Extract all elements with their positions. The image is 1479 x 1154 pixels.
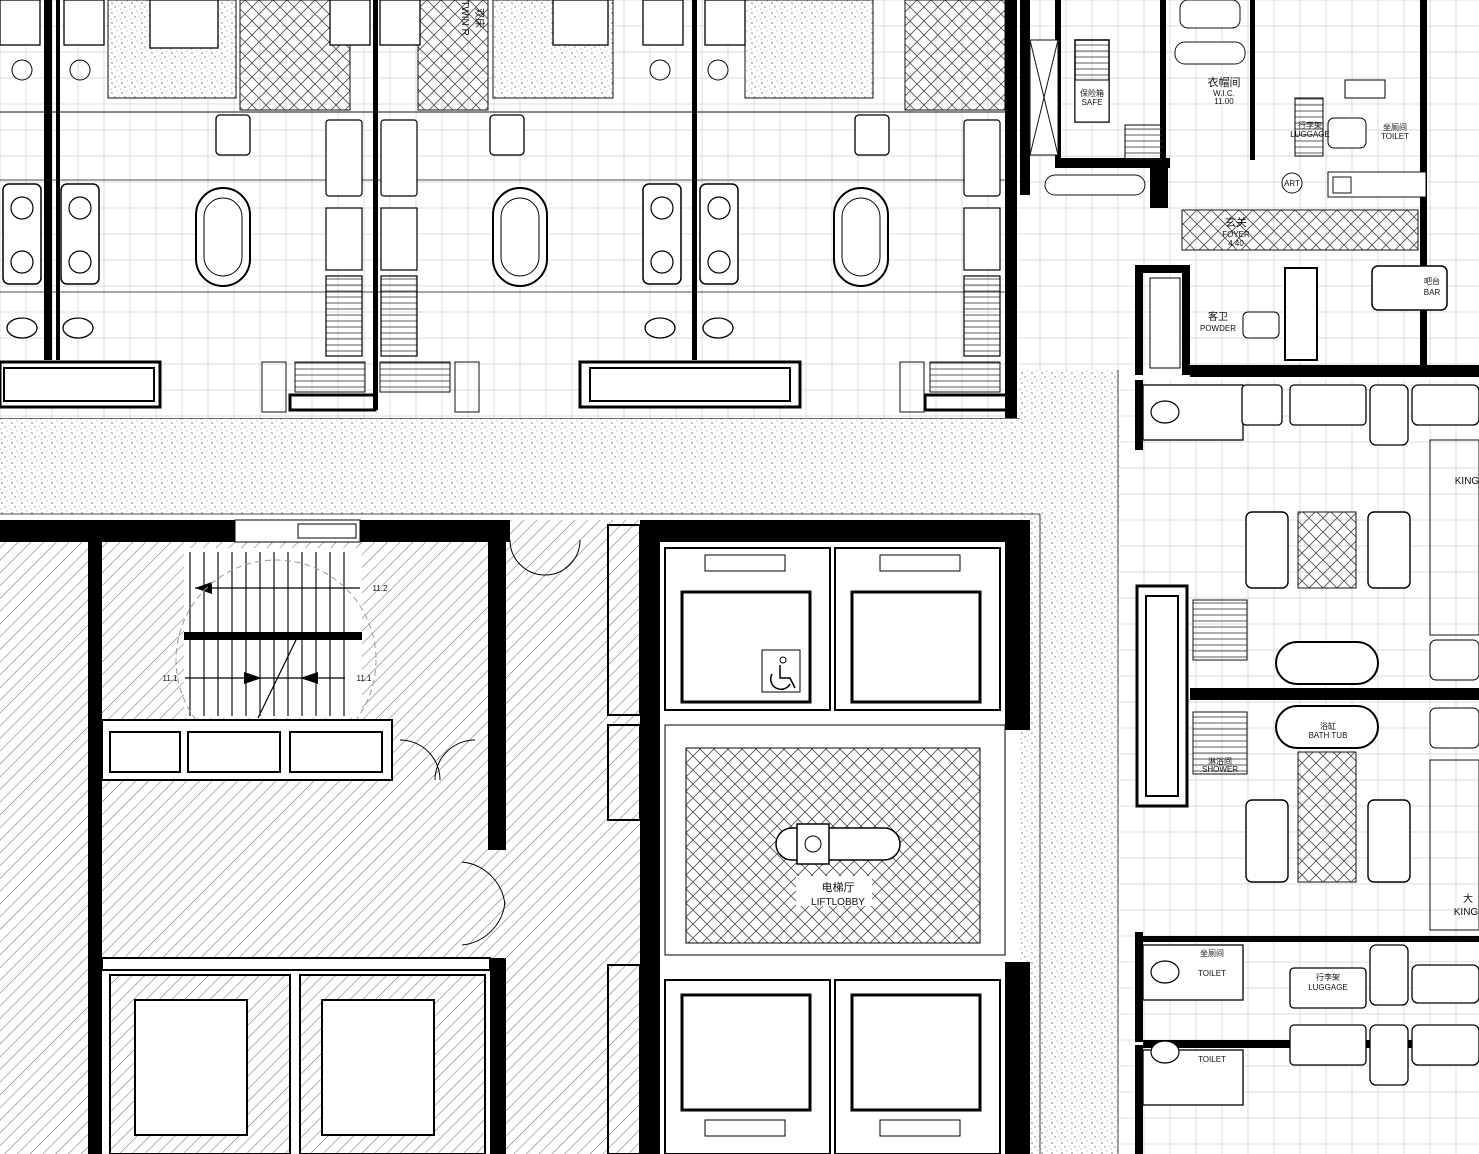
toilet-lower-label-cn: 坐厕间 (1200, 949, 1224, 958)
shower-label-en: SHOWER (1202, 765, 1238, 774)
safe-label-en: SAFE (1082, 98, 1103, 107)
twin-room-label-en: TWIN R (459, 0, 470, 36)
toilet-label-en: TOILET (1381, 132, 1409, 141)
luggage-lower-label-cn: 行李架 (1316, 972, 1340, 982)
lift-lobby (607, 524, 1006, 1154)
wic-label-en: W.I.C. (1213, 89, 1235, 98)
toilet-lower-label-en: TOILET (1198, 969, 1226, 978)
luggage-lower-label-en: LUGGAGE (1308, 983, 1348, 992)
shower-label-cn: 淋浴间 (1208, 756, 1232, 766)
king-room-label-upper: KING (1455, 476, 1479, 487)
toilet-label-cn: 坐厕间 (1383, 123, 1407, 132)
top-guest-rooms (0, 0, 1020, 418)
bath-tub-label-cn: 浴缸 (1320, 721, 1336, 731)
stair-mark-right: 11.1 (357, 674, 373, 683)
stair-mark-left: 11.1 (163, 674, 179, 683)
wic-label-cn: 衣帽间 (1208, 75, 1241, 89)
king-room-label-cn: 大 (1463, 892, 1473, 905)
powder-label-cn: 客卫 (1208, 310, 1228, 323)
right-bathrooms (1120, 380, 1479, 1154)
lift-lobby-label-cn: 电梯厅 (822, 881, 855, 894)
king-room-label-en: KING (1454, 907, 1479, 918)
wic-dim: 11.00 (1214, 97, 1234, 106)
safe-label-cn: 保险箱 (1080, 88, 1104, 98)
lift-lobby-label-en: LIFTLOBBY (811, 897, 865, 908)
service-core (0, 519, 1030, 1154)
bath-tub-label-en: BATH TUB (1309, 731, 1348, 740)
bar-label-en: BAR (1424, 288, 1441, 297)
toilet-bottom-label-en: TOILET (1198, 1055, 1226, 1064)
foyer-label-en: FOYER (1222, 230, 1250, 239)
foyer-dim: 4.40 (1228, 239, 1244, 248)
suite-top-right (1020, 0, 1479, 377)
labels: 电梯厅 LIFTLOBBY 玄关 FOYER 4.40 衣帽间 W.I.C. 1… (163, 0, 1479, 1064)
art-label: ART (1284, 179, 1300, 188)
powder-label-en: POWDER (1200, 324, 1236, 333)
twin-room-label-cn: 双床 (473, 8, 486, 28)
foyer-label-cn: 玄关 (1225, 215, 1247, 229)
stair-mark-upper: 11.2 (373, 584, 389, 593)
bar-label-cn: 吧台 (1424, 276, 1440, 286)
luggage-label-cn: 行李架 (1298, 120, 1322, 130)
luggage-label-en: LUGGAGE (1290, 130, 1330, 139)
